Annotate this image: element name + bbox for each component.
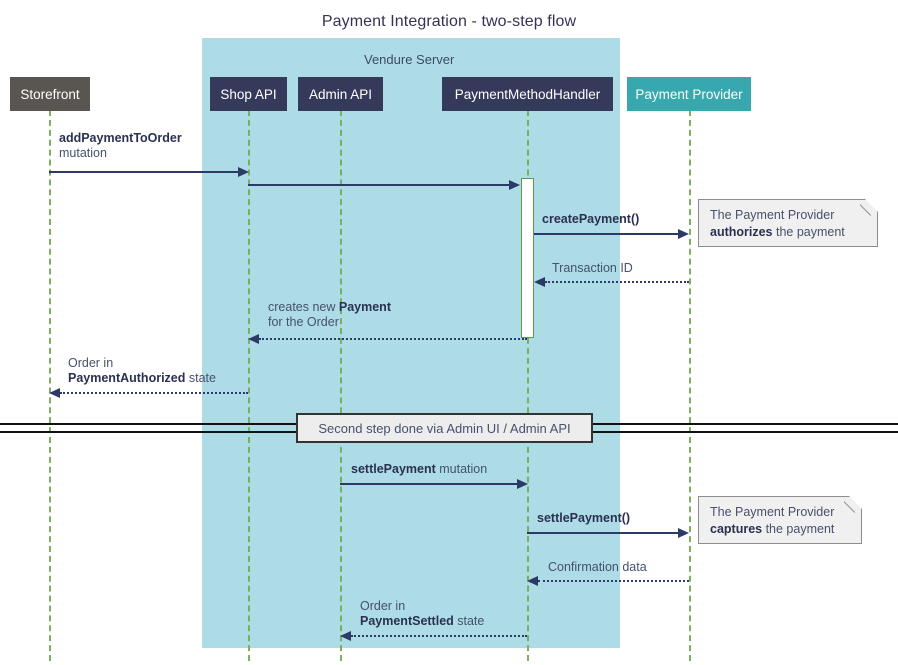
lifeline-storefront xyxy=(49,110,51,661)
note-fold-edge-icon xyxy=(860,199,878,217)
message-label-create-payment: createPayment() xyxy=(542,212,639,227)
lifeline-payment-method-handler xyxy=(527,110,529,661)
message-label-line2-bold: PaymentSettled xyxy=(360,614,454,628)
message-label-settle-payment-mutation: settlePayment mutation xyxy=(351,462,487,477)
activation-bar-payment-method-handler xyxy=(521,178,534,338)
participant-shop-api[interactable]: Shop API xyxy=(210,77,287,111)
group-label-vendure-server: Vendure Server xyxy=(364,52,455,67)
page-title: Payment Integration - two-step flow xyxy=(321,13,577,30)
message-arrow-shop-api-to-handler xyxy=(248,184,510,186)
message-label-line2-bold: PaymentAuthorized xyxy=(68,371,186,385)
participant-admin-api[interactable]: Admin API xyxy=(298,77,383,111)
message-label-order-payment-settled: Order in PaymentSettled state xyxy=(360,599,484,629)
lifeline-shop-api xyxy=(248,110,250,661)
message-arrow-transaction-id xyxy=(545,281,689,283)
message-label-line1-pre: creates new xyxy=(268,300,339,314)
message-label-line1: addPaymentToOrder xyxy=(59,131,182,145)
message-label-settle-payment-call: settlePayment() xyxy=(537,511,630,526)
arrow-head-left-icon xyxy=(527,576,538,586)
message-label-add-payment-to-order: addPaymentToOrder mutation xyxy=(59,131,182,161)
lifeline-payment-provider xyxy=(689,110,691,661)
participant-label: PaymentMethodHandler xyxy=(454,86,601,102)
arrow-head-right-icon xyxy=(238,167,249,177)
note-line1: The Payment Provider xyxy=(710,505,835,519)
message-label-line1: Order in xyxy=(68,356,114,370)
note-authorizes: The Payment Provider authorizes the paym… xyxy=(698,199,878,247)
message-arrow-confirmation-data xyxy=(538,580,689,582)
divider-label: Second step done via Admin UI / Admin AP… xyxy=(318,420,571,436)
note-line2-bold: captures xyxy=(710,522,763,536)
message-label-line1: Confirmation data xyxy=(548,560,647,574)
message-label-line1: Transaction ID xyxy=(552,261,633,275)
participant-payment-provider[interactable]: Payment Provider xyxy=(627,77,751,111)
message-label-line2-post: state xyxy=(453,614,485,628)
message-arrow-create-payment xyxy=(534,233,679,235)
participant-label: Admin API xyxy=(308,86,373,102)
participant-label: Shop API xyxy=(220,86,277,102)
message-arrow-settle-payment-mutation xyxy=(340,483,518,485)
message-label-line2: for the Order xyxy=(268,315,339,329)
message-label-line2-post: state xyxy=(185,371,216,385)
arrow-head-right-icon xyxy=(509,180,520,190)
message-arrow-settle-payment-call xyxy=(527,532,679,534)
participant-storefront[interactable]: Storefront xyxy=(10,77,90,111)
arrow-head-right-icon xyxy=(678,528,689,538)
arrow-head-left-icon xyxy=(534,277,545,287)
participant-payment-method-handler[interactable]: PaymentMethodHandler xyxy=(442,77,613,111)
message-label-transaction-id: Transaction ID xyxy=(552,261,633,276)
note-captures: The Payment Provider captures the paymen… xyxy=(698,496,862,544)
message-label-creates-new-payment: creates new Payment for the Order xyxy=(268,300,391,330)
message-label-line1: createPayment() xyxy=(542,212,640,226)
message-label-line1-post: mutation xyxy=(435,462,488,476)
message-label-confirmation-data: Confirmation data xyxy=(548,560,647,575)
note-line2-bold: authorizes xyxy=(710,225,773,239)
arrow-head-right-icon xyxy=(678,229,689,239)
arrow-head-left-icon xyxy=(49,388,60,398)
lifeline-admin-api xyxy=(340,110,342,661)
note-line1: The Payment Provider xyxy=(710,208,835,222)
message-arrow-order-payment-authorized xyxy=(60,392,248,394)
arrow-head-left-icon xyxy=(340,631,351,641)
divider-second-step: Second step done via Admin UI / Admin AP… xyxy=(296,413,593,443)
group-box-vendure-server xyxy=(202,38,620,648)
participant-label: Storefront xyxy=(20,86,80,102)
message-label-line1-bold: settlePayment xyxy=(351,462,436,476)
note-line2-post: the payment xyxy=(762,522,835,536)
note-line2-post: the payment xyxy=(772,225,845,239)
participant-label: Payment Provider xyxy=(635,86,743,102)
message-label-order-payment-authorized: Order in PaymentAuthorized state xyxy=(68,356,216,386)
message-arrow-creates-new-payment xyxy=(259,338,527,340)
message-label-line1: Order in xyxy=(360,599,406,613)
message-label-line1-bold: Payment xyxy=(338,300,391,314)
message-arrow-order-payment-settled xyxy=(351,635,527,637)
arrow-head-left-icon xyxy=(248,334,259,344)
message-arrow-add-payment-to-order xyxy=(49,171,239,173)
arrow-head-right-icon xyxy=(517,479,528,489)
message-label-line1-bold: settlePayment() xyxy=(537,511,631,525)
message-label-line2: mutation xyxy=(59,146,107,160)
note-fold-edge-icon xyxy=(844,496,862,514)
